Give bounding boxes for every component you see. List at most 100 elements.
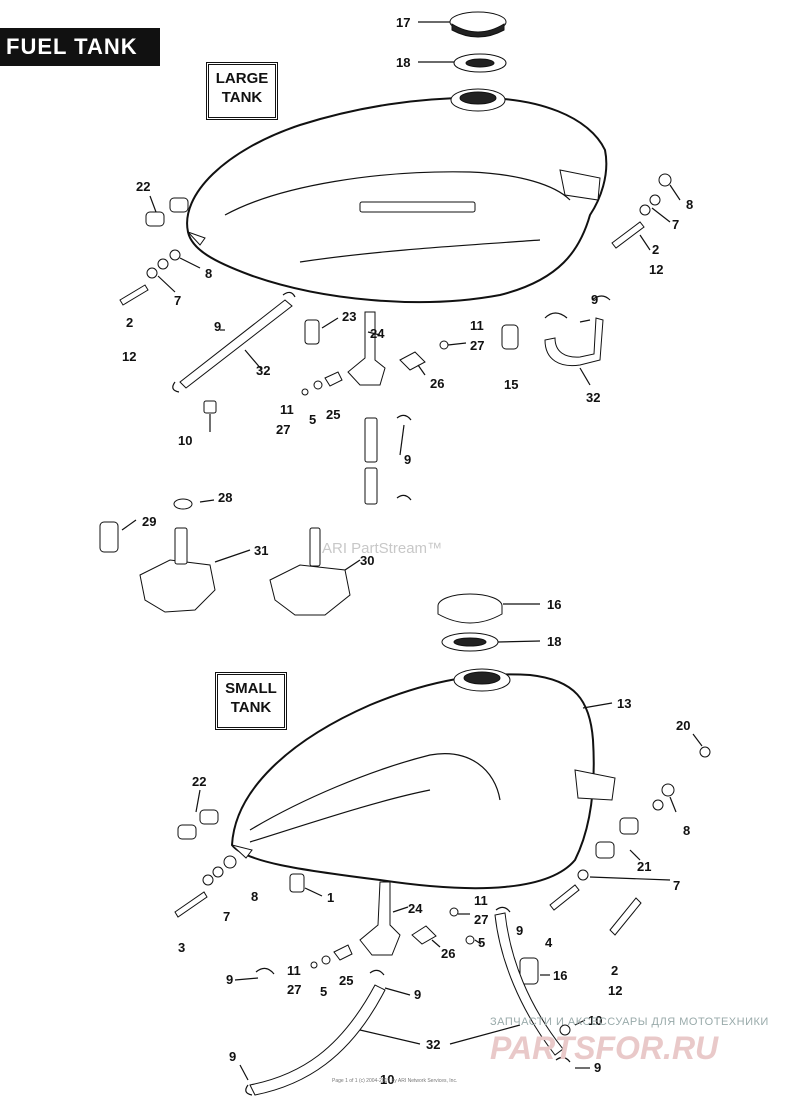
callout-11-small-lower: 11: [287, 963, 301, 978]
part-5-screw-small: [465, 935, 475, 945]
part-24-petcock-small: [359, 881, 401, 956]
callout-24-small: 24: [408, 901, 423, 916]
small-tank-contour: [249, 753, 501, 831]
callout-22: 22: [136, 179, 150, 194]
leader-s32b: [449, 1024, 521, 1045]
shop-tagline: ЗАПЧАСТИ И АКСЕССУАРЫ ДЛЯ МОТОТЕХНИКИ: [490, 1016, 769, 1028]
callout-7: 7: [174, 293, 181, 308]
leader-9c: [399, 424, 405, 456]
leader-s32a: [359, 1029, 421, 1045]
large-tank-contour-lower: [299, 239, 541, 263]
leader-8a: [179, 257, 201, 269]
part-8-nut-right: [658, 173, 672, 187]
part-21-bushing-b: [595, 841, 615, 859]
part-22-bushing-small-b: [199, 809, 219, 825]
part-31-petcock: [139, 559, 216, 613]
part-10-nut: [203, 400, 217, 414]
part-32-hose-right: [544, 317, 604, 367]
large-tank-rear-mount: [559, 169, 601, 201]
part-7-washer-left-b: [146, 267, 158, 279]
callout-9-small-mid: 9: [414, 987, 421, 1002]
leader-s5a: [474, 939, 482, 945]
small-tank-assembly: [174, 593, 711, 1096]
watermark: ARI PartStream™: [322, 540, 443, 557]
part-9-clamp-left-top: [282, 291, 296, 298]
small-callouts: 16 18 13 20 22 8 8 21 7 7 1 3 24 11 27 9…: [178, 597, 690, 1087]
large-tank-front-mount: [187, 231, 206, 246]
leader-28: [199, 499, 215, 503]
callout-7-small-left: 7: [223, 909, 230, 924]
part-18-gasket-hole: [465, 58, 495, 68]
callout-25: 25: [326, 407, 340, 422]
leader-s9c: [384, 987, 411, 996]
callout-26-small: 26: [441, 946, 455, 961]
leader-32a: [244, 349, 263, 371]
leader-8b: [669, 184, 681, 201]
callout-24: 24: [370, 326, 385, 341]
part-9-clamp-small-end: [245, 1084, 253, 1096]
large-tank-label: LARGE TANK: [206, 62, 278, 120]
leader-s8b: [669, 796, 677, 813]
part-22-bushing-small-a: [177, 824, 197, 840]
part-7-washer-right-b: [639, 204, 651, 216]
part-11-washer: [439, 340, 449, 350]
leader-9b: [579, 319, 591, 323]
callout-32-right: 32: [586, 390, 600, 405]
callout-8-right: 8: [686, 197, 693, 212]
leader-s18: [497, 640, 541, 643]
part-7-washer-small-left-a: [212, 866, 224, 878]
callout-27-small: 27: [474, 912, 488, 927]
callout-29: 29: [142, 514, 156, 529]
large-tank-contour: [224, 171, 571, 216]
callout-7-small-right: 7: [673, 878, 680, 893]
part-27-washer: [301, 388, 309, 396]
part-25-clip-small: [333, 944, 353, 961]
part-9-clamp-center-top: [396, 414, 412, 421]
callout-10: 10: [178, 433, 192, 448]
callout-5: 5: [309, 412, 316, 427]
callout-11-small: 11: [474, 893, 488, 908]
callout-11-lower: 11: [280, 402, 294, 417]
large-tank-emblem-slot: [359, 201, 476, 213]
part-32-hose-small-left: [249, 984, 386, 1096]
callout-12-small: 12: [608, 983, 622, 998]
leader-32b: [579, 367, 591, 386]
part-16-cap-side: [437, 606, 503, 624]
part-7-washer-small-left-b: [202, 874, 214, 886]
leader-s26: [431, 939, 441, 948]
callout-3: 3: [178, 940, 185, 955]
part-4-bolt: [549, 884, 580, 911]
part-28-nut: [173, 498, 193, 510]
hose-segment-lower: [364, 467, 378, 505]
shop-logo[interactable]: PARTSFOR.RU: [490, 1030, 719, 1066]
small-leader-lines: [195, 603, 703, 1081]
callout-8: 8: [205, 266, 212, 281]
part-3-bolt: [174, 891, 208, 918]
callout-27-small-lower: 27: [287, 982, 301, 997]
part-9-clamp-left-bottom: [172, 381, 180, 393]
callout-16-small: 16: [553, 968, 567, 983]
part-30-petcock: [269, 564, 351, 616]
small-tank-label: SMALL TANK: [215, 672, 287, 730]
callout-10-small-end: 10: [380, 1072, 394, 1087]
callout-9-center: 9: [404, 452, 411, 467]
large-tank-filler-opening: [459, 91, 497, 105]
callout-9-left: 9: [214, 319, 221, 334]
callout-13: 13: [617, 696, 631, 711]
part-8-nut-left: [169, 249, 181, 261]
small-tank-label-line2: TANK: [230, 699, 272, 716]
copyright-text: Page 1 of 1 (c) 2004-2017 by ARI Network…: [332, 1078, 458, 1084]
small-tank-body: [230, 673, 595, 890]
large-tank-assembly: [99, 11, 681, 616]
leader-s10a: [574, 1019, 586, 1026]
part-32-hose-small-right: [494, 912, 564, 1056]
part-8-nut-small-right: [661, 783, 675, 797]
leader-s7b: [589, 876, 671, 881]
small-tank-contour-lower: [249, 789, 431, 843]
part-7-washer-left-a: [157, 258, 169, 270]
part-9-clamp-small-right: [495, 906, 511, 913]
leader-29: [121, 519, 137, 531]
leader-22: [149, 195, 157, 213]
callout-12-right: 12: [649, 262, 663, 277]
part-8-nut-small-left: [223, 855, 237, 869]
